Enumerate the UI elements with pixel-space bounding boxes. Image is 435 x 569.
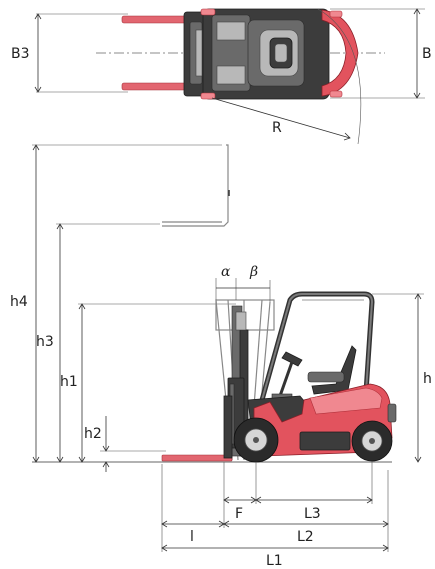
label-b: B [422,46,432,62]
label-l1: L1 [266,553,283,569]
label-f: F [235,506,243,522]
mast-top [183,11,207,97]
dimension-h4: h4 [10,144,222,463]
dimension-r: R [211,8,362,145]
fork-side [161,395,233,462]
dimension-b: B [330,8,432,99]
dimension-h1: h1 [60,303,236,463]
label-beta: β [249,264,258,280]
dimension-f-l3: F L3 [223,462,373,528]
label-h4: h4 [10,294,28,310]
label-l3: L3 [304,506,321,522]
tilt-angles: α β [215,264,271,302]
label-h2: h2 [84,426,102,442]
body-top [200,8,359,100]
dimension-b3: B3 [11,13,128,93]
dimension-h2: h2 [84,416,166,472]
dimension-l1: L1 [161,544,389,569]
fork-tines-top [121,15,189,91]
top-view: B3 [11,8,432,145]
front-wheel [233,417,279,463]
raised-fork-outline [162,144,230,227]
label-h: h [423,371,432,387]
label-alpha: α [221,264,231,280]
dimension-h3: h3 [36,223,160,463]
dimension-h: h [372,293,432,463]
label-h3: h3 [36,334,54,350]
label-b3: B3 [11,46,30,62]
side-view: h4 h3 h1 [10,144,432,569]
label-l2: L2 [297,529,314,545]
dimension-l-l2: l L2 [161,464,389,552]
rear-wheel [351,420,393,462]
label-r: R [272,120,282,136]
label-l: l [190,529,194,545]
label-h1: h1 [60,374,78,390]
overhead-guard [259,291,375,401]
